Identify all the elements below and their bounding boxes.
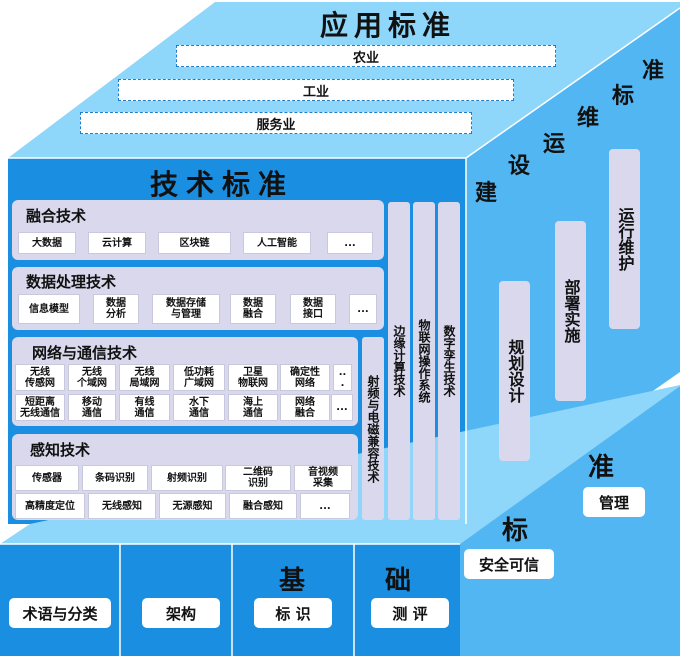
column-rf-emc: 射频与电磁兼容技术 bbox=[362, 337, 384, 520]
ops-title-char-4: 维 bbox=[577, 106, 600, 131]
foundation-item-identification: 标 识 bbox=[254, 598, 332, 628]
fusion-item-4: 人工智能 bbox=[243, 232, 311, 254]
column-digital-twin-label: 数字孪生技术 bbox=[442, 325, 456, 397]
network-item-row2-4: 水下 通信 bbox=[173, 394, 225, 421]
ops-bar-operation-label: 运行维护 bbox=[615, 207, 635, 271]
application-bar-agriculture: 农业 bbox=[176, 45, 556, 67]
dataproc-item-1: 信息模型 bbox=[18, 294, 80, 324]
application-bar-industry: 工业 bbox=[118, 79, 514, 101]
ops-title-char-6: 准 bbox=[642, 59, 665, 84]
network-item-row1-2: 无线 个域网 bbox=[68, 364, 116, 391]
foundation-item-architecture: 架构 bbox=[142, 598, 220, 628]
foundation-title-char-1: 基 bbox=[279, 566, 306, 596]
dataproc-item-4: 数据 融合 bbox=[230, 294, 276, 324]
sensing-item-row1-1: 传感器 bbox=[15, 465, 79, 491]
column-edge-computing: 边缘计算技术 bbox=[388, 202, 410, 520]
fusion-item-3: 区块链 bbox=[158, 232, 231, 254]
dataproc-item-3: 数据存储 与管理 bbox=[152, 294, 220, 324]
ops-title-char-2: 设 bbox=[508, 154, 531, 179]
dataproc-title: 数据处理技术 bbox=[26, 273, 117, 291]
network-item-row2-1: 短距离 无线通信 bbox=[15, 394, 65, 421]
sensing-item-row2-2: 无线感知 bbox=[88, 493, 156, 519]
network-item-row2-3: 有线 通信 bbox=[119, 394, 170, 421]
column-iot-os-label: 物联网操作系统 bbox=[417, 319, 431, 403]
ops-bar-deployment-label: 部署实施 bbox=[561, 279, 581, 343]
network-item-row2-5: 海上 通信 bbox=[228, 394, 278, 421]
sensing-title: 感知技术 bbox=[30, 441, 91, 459]
foundation-title-char-4: 准 bbox=[588, 453, 615, 483]
network-title: 网络与通信技术 bbox=[32, 344, 138, 362]
sensing-item-row1-2: 条码识别 bbox=[82, 465, 148, 491]
ops-bar-planning: 规划设计 bbox=[499, 281, 530, 461]
sensing-item-row2-1: 高精度定位 bbox=[15, 493, 85, 519]
column-edge-computing-label: 边缘计算技术 bbox=[392, 325, 406, 397]
fusion-item-2: 云计算 bbox=[88, 232, 146, 254]
sensing-item-row2-5: ... bbox=[300, 493, 350, 519]
column-digital-twin: 数字孪生技术 bbox=[438, 202, 460, 520]
ops-title-char-5: 标 bbox=[612, 84, 635, 109]
network-item-row1-6: 确定性 网络 bbox=[280, 364, 330, 391]
cube-edge bbox=[465, 7, 680, 159]
ops-title-char-1: 建 bbox=[475, 181, 498, 206]
network-item-row1-1: 无线 传感网 bbox=[15, 364, 65, 391]
network-item-row1-4: 低功耗 广域网 bbox=[173, 364, 225, 391]
ops-bar-operation: 运行维护 bbox=[609, 149, 640, 329]
application-title: 应用标准 bbox=[320, 9, 457, 42]
fusion-item-1: 大数据 bbox=[18, 232, 76, 254]
foundation-title-char-3: 标 bbox=[502, 516, 529, 546]
column-rf-emc-label: 射频与电磁兼容技术 bbox=[366, 374, 380, 483]
foundation-title-char-2: 础 bbox=[385, 566, 412, 596]
ops-bar-deployment: 部署实施 bbox=[555, 221, 586, 401]
ops-title-char-3: 运 bbox=[543, 132, 566, 157]
network-item-row1-5: 卫星 物联网 bbox=[228, 364, 278, 391]
dataproc-item-6: ... bbox=[349, 294, 377, 324]
sensing-item-row1-5: 音视频 采集 bbox=[294, 465, 352, 491]
network-item-row2-2: 移动 通信 bbox=[68, 394, 116, 421]
network-item-row2-7: ... bbox=[331, 394, 353, 421]
network-item-row2-6: 网络 融合 bbox=[280, 394, 330, 421]
network-item-row1-3: 无线 局域网 bbox=[119, 364, 170, 391]
fusion-title: 融合技术 bbox=[26, 207, 87, 225]
column-iot-os: 物联网操作系统 bbox=[413, 202, 435, 520]
sensing-item-row2-3: 无源感知 bbox=[159, 493, 226, 519]
foundation-item-security: 安全可信 bbox=[464, 549, 554, 579]
dataproc-item-2: 数据 分析 bbox=[93, 294, 139, 324]
foundation-item-evaluation: 测 评 bbox=[371, 598, 449, 628]
ops-bar-planning-label: 规划设计 bbox=[505, 339, 525, 403]
sensing-item-row1-4: 二维码 识别 bbox=[225, 465, 291, 491]
dataproc-item-5: 数据 接口 bbox=[290, 294, 336, 324]
network-item-row1-7: .. . bbox=[333, 364, 352, 391]
technology-title: 技术标准 bbox=[150, 168, 295, 201]
fusion-item-5: ... bbox=[327, 232, 373, 254]
sensing-item-row1-3: 射频识别 bbox=[151, 465, 223, 491]
foundation-item-terminology: 术语与分类 bbox=[9, 598, 111, 628]
sensing-item-row2-4: 融合感知 bbox=[229, 493, 297, 519]
foundation-item-management: 管理 bbox=[583, 487, 645, 517]
base-right-face bbox=[460, 386, 680, 656]
application-bar-services: 服务业 bbox=[80, 112, 472, 134]
